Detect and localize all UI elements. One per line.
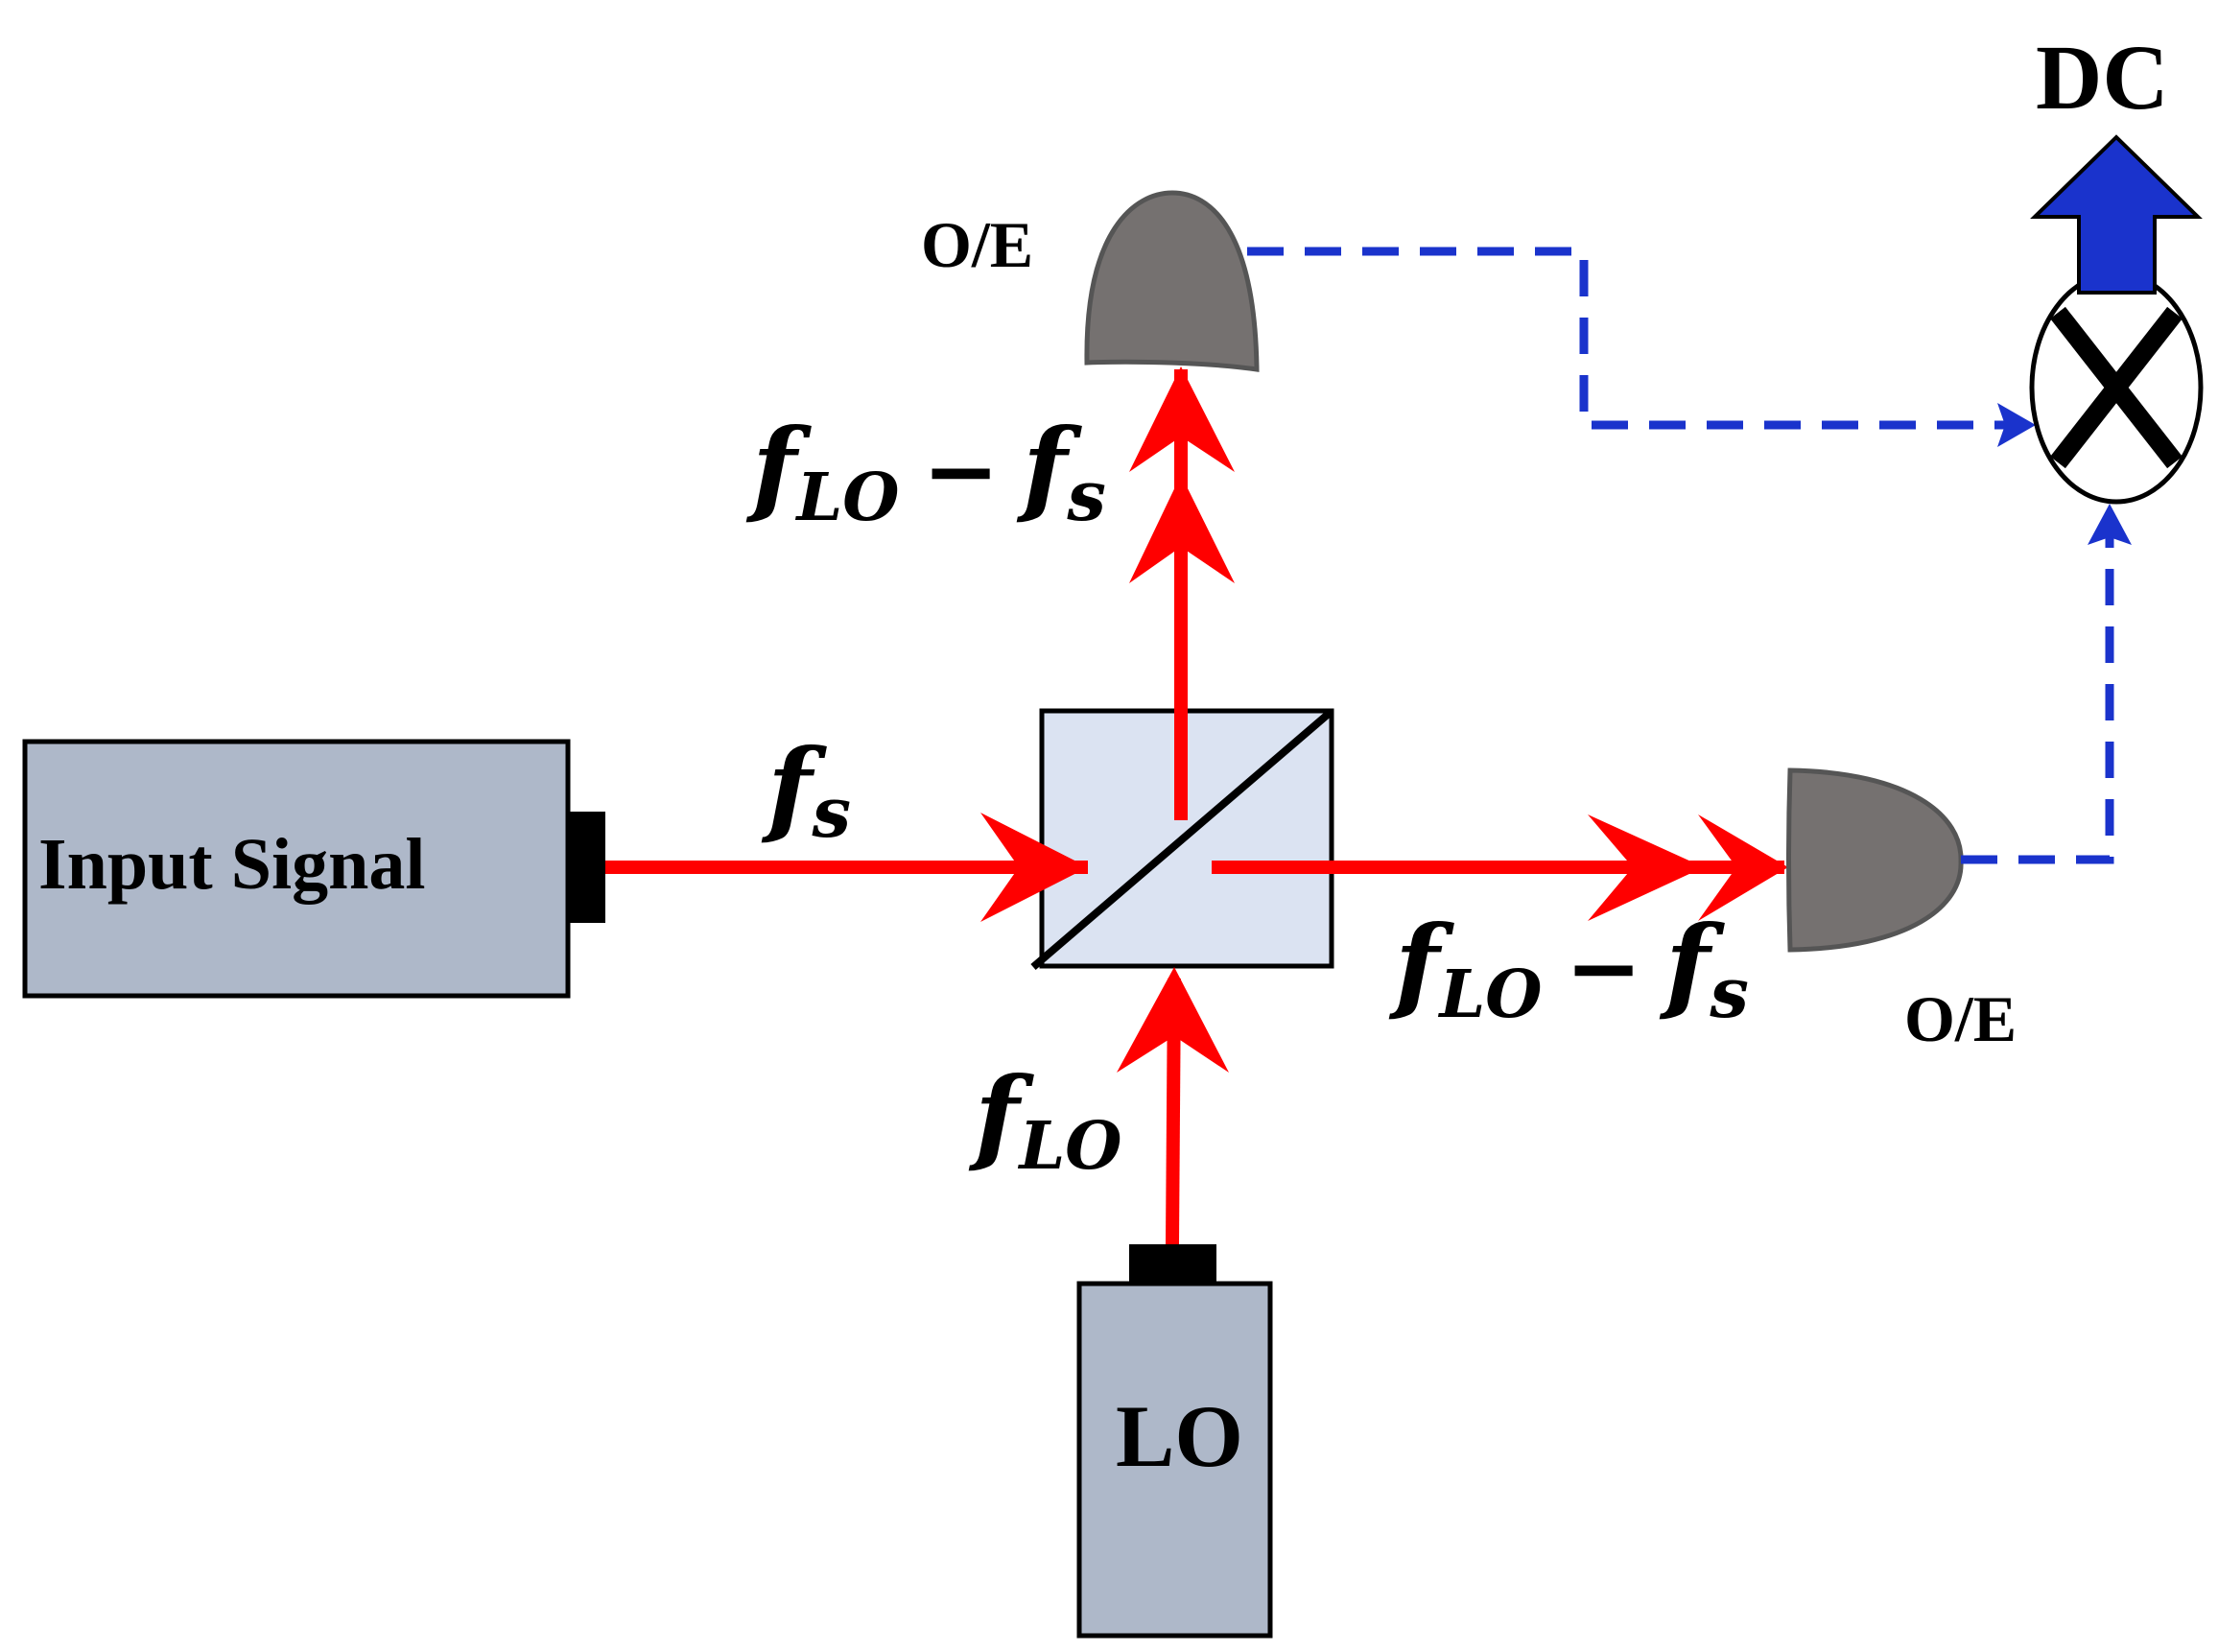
dc-output: DC xyxy=(2030,26,2203,295)
lo-frequency-label: fLO xyxy=(968,1055,1122,1185)
label-minus: − xyxy=(1566,913,1642,1022)
lo-label: LO xyxy=(1116,1387,1243,1485)
label-sub: LO xyxy=(1017,1108,1121,1185)
svg-text:fs: fs xyxy=(761,727,851,853)
input-signal-label: Input Signal xyxy=(38,824,425,905)
top-detector-wire xyxy=(1247,247,2013,430)
oe-top-label: O/E xyxy=(921,208,1033,281)
arrow-up-icon xyxy=(2030,134,2203,295)
signal-beam-arrowhead xyxy=(980,813,1088,922)
top-output-frequency-label: fLO−fs xyxy=(745,407,1106,536)
lo-beam-arrowhead xyxy=(1117,967,1229,1073)
right-output-frequency-label: fLO−fs xyxy=(1388,904,1749,1033)
mixer xyxy=(2029,271,2204,505)
lo-port xyxy=(1129,1244,1216,1284)
signal-frequency-label: fs xyxy=(761,727,851,853)
right-photodetector: O/E xyxy=(1786,767,2017,1055)
label-sub: s xyxy=(1709,952,1749,1033)
right-beam-arrowhead-1 xyxy=(1588,814,1704,921)
input-signal-box xyxy=(22,739,571,999)
electrical-arrowheads xyxy=(1997,403,2132,545)
photodetector-icon xyxy=(1084,190,1260,372)
oe-right-label: O/E xyxy=(1904,982,2017,1055)
input-signal-source: Input Signal xyxy=(22,739,605,999)
label-sub: LO xyxy=(1437,956,1542,1033)
multiply-x-icon xyxy=(2050,306,2183,469)
top-photodetector: O/E xyxy=(921,190,1260,372)
beam-arrowheads xyxy=(980,366,1788,1073)
svg-text:fLO: fLO xyxy=(968,1055,1122,1185)
beam-splitter-mirror xyxy=(1030,709,1333,971)
right-beam-arrowhead-2 xyxy=(1698,814,1788,921)
svg-text:fLO−fs: fLO−fs xyxy=(745,407,1106,536)
right-wire-arrowhead xyxy=(2088,504,2132,545)
top-beam-arrowhead-2 xyxy=(1129,475,1235,583)
svg-text:fLO−fs: fLO−fs xyxy=(1388,904,1749,1033)
right-detector-wire xyxy=(1961,523,2114,864)
top-beam-arrowhead-1 xyxy=(1129,366,1235,472)
label-sub: s xyxy=(1066,455,1106,536)
label-minus: − xyxy=(923,416,1000,525)
input-signal-port xyxy=(568,812,605,923)
dc-label: DC xyxy=(2036,26,2169,129)
label-sub: s xyxy=(811,771,851,853)
label-sub: LO xyxy=(794,460,899,536)
top-wire-arrowhead xyxy=(1997,403,2036,447)
lo-box xyxy=(1076,1281,1273,1639)
electrical-paths xyxy=(1247,247,2114,864)
lo-source: LO xyxy=(1076,1244,1273,1639)
photodetector-icon xyxy=(1786,767,1964,953)
